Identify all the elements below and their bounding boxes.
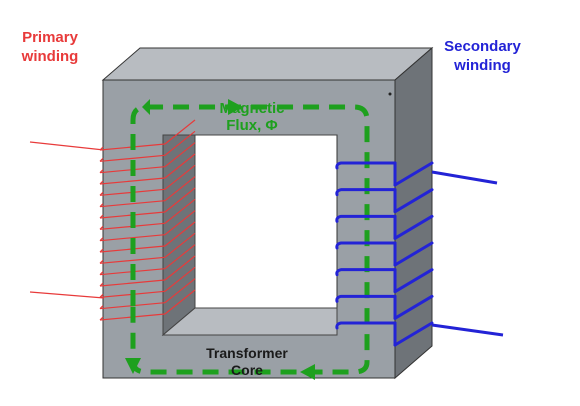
window-floor <box>161 307 338 336</box>
secondary-turn-side <box>393 241 434 267</box>
secondary-turn-front <box>335 214 397 223</box>
secondary-turn-side <box>393 321 434 347</box>
primary-turn-edge <box>99 259 104 264</box>
primary-turn-edge <box>99 293 104 298</box>
primary-turn-front <box>99 234 166 242</box>
flux-label-line2: Flux, Φ <box>226 117 278 134</box>
secondary-turn-front <box>335 321 397 330</box>
primary-label-line2: winding <box>21 48 79 65</box>
primary-turn-edge <box>99 180 104 185</box>
secondary-turn-side <box>393 161 434 187</box>
primary-turn-edge <box>99 214 104 219</box>
primary-winding-label: Primary winding <box>10 28 90 66</box>
secondary-turn-front <box>335 188 397 197</box>
secondary-turn-side <box>393 268 434 294</box>
secondary-turn-side <box>393 188 434 214</box>
primary-turn-wall <box>164 164 196 190</box>
primary-turn-edge <box>99 169 104 174</box>
primary-turn-wall <box>164 187 196 213</box>
flux-arrow-top <box>228 99 243 115</box>
secondary-label-line1: Secondary <box>444 38 521 55</box>
primary-turn-front <box>99 200 166 208</box>
magnetic-flux-label: Magnetic Flux, Φ <box>216 100 288 134</box>
primary-lead-bottom <box>29 291 105 299</box>
primary-turn-wall <box>164 255 196 281</box>
primary-turn-edge <box>99 237 104 242</box>
primary-turn-wall <box>164 244 196 270</box>
primary-turn-wall <box>164 210 196 236</box>
primary-turn-edge <box>99 282 104 287</box>
secondary-turn-side <box>393 214 434 240</box>
secondary-label-line2: winding <box>454 57 511 74</box>
flux-arrow-left-bottom <box>125 358 141 374</box>
primary-turn-wall <box>164 232 196 258</box>
flux-arrow-bottom <box>300 364 315 380</box>
primary-turn-wall <box>164 221 196 247</box>
flux-label-line1: Magnetic <box>219 100 285 117</box>
primary-label-line1: Primary <box>22 29 78 46</box>
secondary-turn-front <box>335 268 397 277</box>
primary-turn-edge <box>99 191 104 196</box>
secondary-winding-label: Secondary winding <box>420 37 545 75</box>
primary-turn-front <box>99 256 166 264</box>
primary-lead-top <box>29 141 105 151</box>
secondary-turn-front <box>335 161 397 170</box>
core-side-face <box>394 46 433 380</box>
primary-turn-wall <box>164 289 196 315</box>
primary-turn-wall <box>164 266 196 292</box>
primary-turn-edge <box>99 305 104 310</box>
primary-turn-wall <box>164 176 196 202</box>
secondary-turn-front <box>335 294 397 303</box>
secondary-turn-side <box>393 294 434 320</box>
core-top-face <box>101 47 434 81</box>
secondary-turn-front <box>335 241 397 250</box>
primary-turn-edge <box>99 157 104 162</box>
primary-turn-wall <box>164 198 196 224</box>
primary-turn-wall <box>164 142 196 168</box>
primary-turn-wall <box>164 119 196 145</box>
secondary-lead-top <box>431 170 498 185</box>
transformer-core-label: Transformer Core <box>188 345 306 379</box>
core-label-line2: Core <box>231 362 263 378</box>
primary-turn-front <box>99 154 166 162</box>
secondary-winding-coil <box>335 161 434 347</box>
primary-turn-front <box>99 177 166 185</box>
core-dot <box>388 92 392 96</box>
primary-turn-wall <box>164 130 196 156</box>
flux-arrow-left-top <box>142 99 150 115</box>
primary-turn-edge <box>99 203 104 208</box>
primary-turn-edge <box>99 271 104 276</box>
primary-turn-edge <box>99 316 104 321</box>
primary-turn-wall <box>164 153 196 179</box>
secondary-lead-bottom <box>431 323 504 337</box>
primary-turn-edge <box>99 248 104 253</box>
core-label-line1: Transformer <box>206 345 288 361</box>
magnetic-flux-path <box>130 104 370 375</box>
primary-turn-wall <box>164 278 196 304</box>
primary-turn-front <box>99 279 166 287</box>
primary-turn-edge <box>99 225 104 230</box>
